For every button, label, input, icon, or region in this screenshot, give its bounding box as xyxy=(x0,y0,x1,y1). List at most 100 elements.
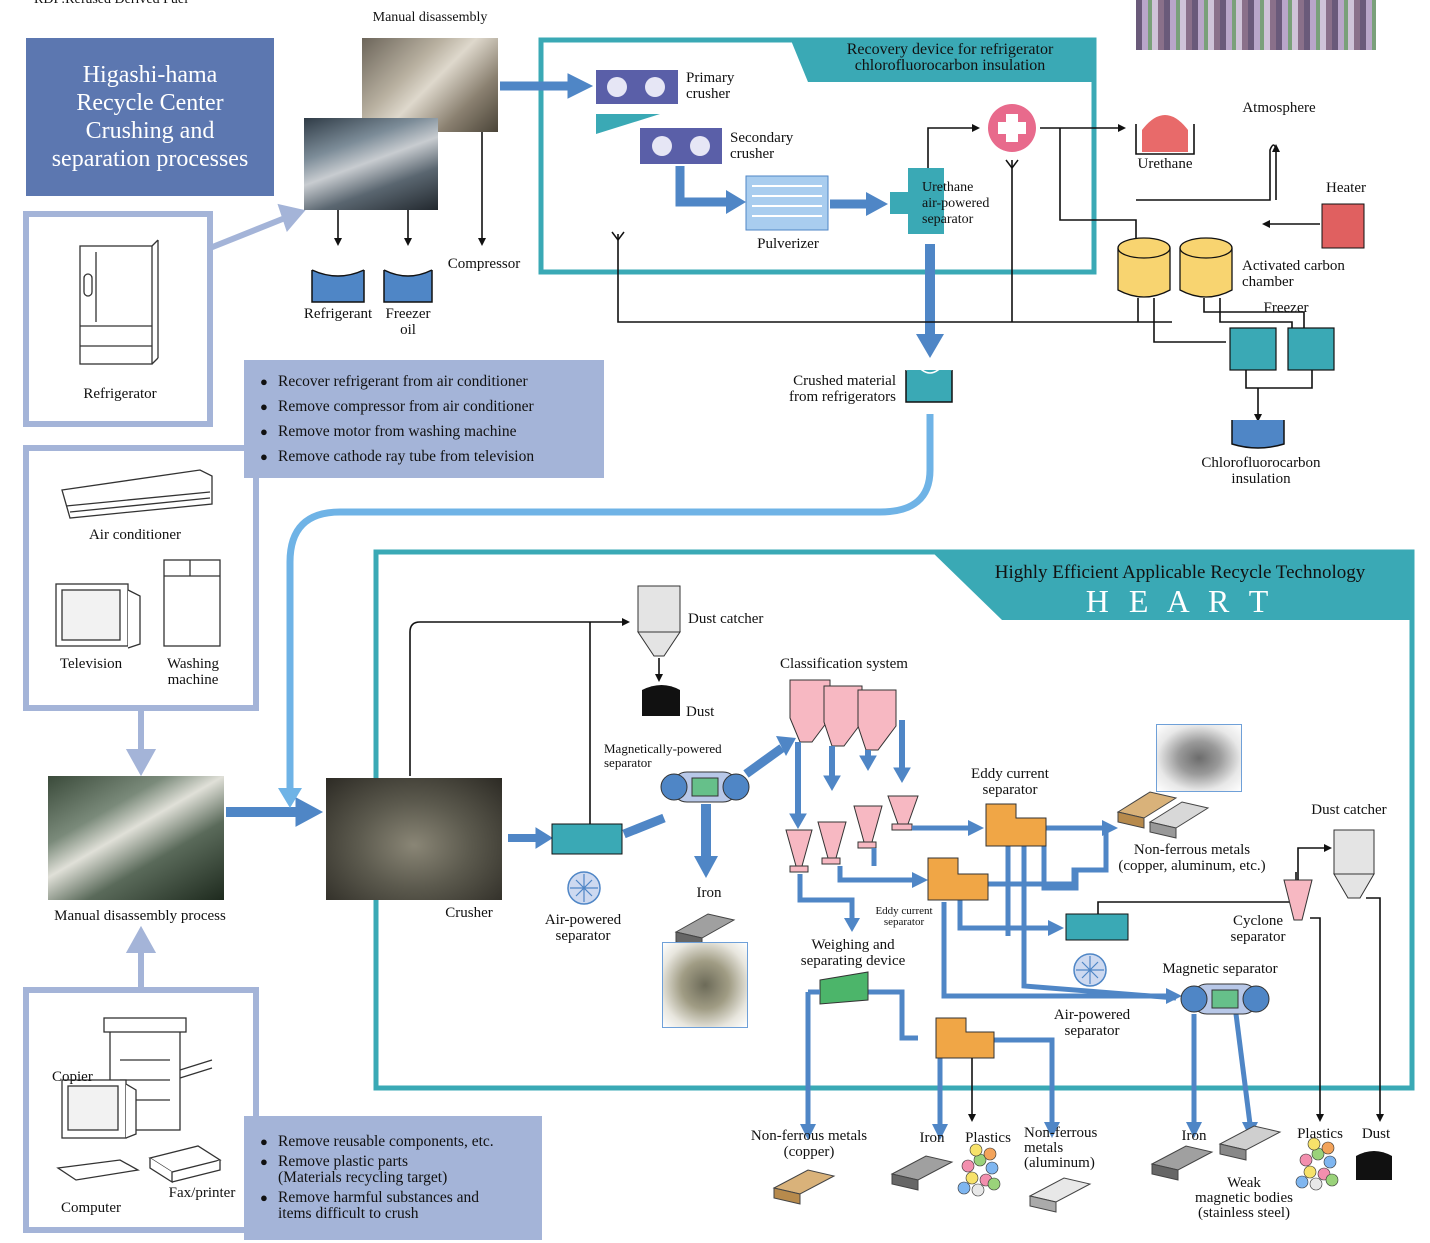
dust-catcher-1-label: Dust catcher xyxy=(688,611,764,627)
heart-flows xyxy=(797,825,1253,1126)
non-ferrous-aluminum-label: Non-ferrous metals (aluminum) xyxy=(1024,1125,1098,1171)
iron-scrap-photo xyxy=(662,942,748,1028)
freezer-label: Freezer xyxy=(1263,300,1309,316)
bullet-item: Remove compressor from air conditioner xyxy=(260,399,604,416)
eddy-current-separators xyxy=(927,803,1047,1059)
copper-bar-1 xyxy=(1116,791,1178,829)
shredder-texture-photo xyxy=(1136,0,1376,50)
television-icon xyxy=(55,583,141,649)
dust-catcher-2 xyxy=(1333,829,1375,899)
primary-crusher-label: Primary crusher xyxy=(686,70,735,102)
urethane-separator-label: Urethane air-powered separator xyxy=(922,180,990,227)
cyclone-separator xyxy=(1283,879,1313,921)
small-hoppers xyxy=(785,795,919,873)
panel-arrows xyxy=(125,203,306,988)
dust-1-label: Dust xyxy=(686,704,715,720)
disassembly-arrows xyxy=(334,132,486,246)
urethane-label: Urethane xyxy=(1137,156,1193,172)
iron-bar-2 xyxy=(890,1155,954,1191)
plastics-pellets-2 xyxy=(1295,1137,1339,1191)
refrigerator-label: Refrigerator xyxy=(83,386,157,402)
refrigerant-label: Refrigerant xyxy=(303,306,373,322)
office-panel xyxy=(23,987,259,1233)
crusher-photo xyxy=(326,778,502,900)
bullet-item: Remove harmful substances and items diff… xyxy=(260,1190,542,1222)
manual-disassembly-process-photo xyxy=(48,776,224,900)
recovery-pipes xyxy=(617,124,1320,422)
freezer-oil-label: Freezer oil xyxy=(385,306,431,338)
cfc-insulation-label: Chlorofluorocarbon insulation xyxy=(1201,455,1321,487)
metal-bars xyxy=(674,791,1282,1213)
atmosphere-label: Atmosphere xyxy=(1242,100,1316,116)
computer-icon xyxy=(56,1079,140,1181)
plastics-pellets-1 xyxy=(957,1143,1001,1197)
primary-crusher xyxy=(596,70,678,134)
secondary-crusher xyxy=(640,128,722,164)
copier-label: Copier xyxy=(52,1069,93,1085)
cyclone-separator-label: Cyclone separator xyxy=(1230,913,1286,945)
air-powered-separator-1 xyxy=(551,823,623,905)
magnetically-powered-separator-label: Magnetically-powered separator xyxy=(604,741,722,770)
non-ferrous-cu-al-label: Non-ferrous metals (copper, aluminum, et… xyxy=(1118,842,1266,874)
manual-disassembly-process-label: Manual disassembly process xyxy=(54,908,226,924)
heart-banner-title: H E A R T xyxy=(1085,583,1275,619)
crushed-material-bin xyxy=(905,366,953,403)
air-powered-separator-1-label: Air-powered separator xyxy=(544,912,622,944)
urethane-tank xyxy=(1142,115,1188,152)
weak-magnetic-label: Weak magnetic bodies (stainless steel) xyxy=(1195,1175,1293,1221)
recovery-banner: Recovery device for refrigerator chlorof… xyxy=(846,41,1054,74)
washing-machine-label: Washing machine xyxy=(166,656,220,688)
freezer-units xyxy=(1229,327,1335,371)
iron-2-label: Iron xyxy=(919,1130,945,1146)
bullet-item: Remove cathode ray tube from television xyxy=(260,449,604,466)
compressor-label: Compressor xyxy=(447,256,521,272)
manual-disassembly-photo-2 xyxy=(304,118,438,210)
main-flow-arrows xyxy=(226,73,594,849)
plastics-1-label: Plastics xyxy=(965,1130,1011,1146)
heater xyxy=(1321,203,1365,249)
appliance-panel xyxy=(23,445,259,711)
eddy-current-2-label: Eddy current separator xyxy=(875,905,933,928)
computer-label: Computer xyxy=(61,1200,121,1216)
refrigerator-panel xyxy=(23,211,213,427)
air-powered-separator-2 xyxy=(1065,913,1129,987)
bullet-item: Recover refrigerant from air conditioner xyxy=(260,374,604,391)
refrigerator-icon xyxy=(79,239,159,365)
bullets-bottom-box: Remove reusable components, etc. Remove … xyxy=(244,1116,542,1240)
dust-catcher-2-label: Dust catcher xyxy=(1311,802,1387,818)
recovery-device-frame xyxy=(538,37,1097,275)
dust-2-label: Dust xyxy=(1361,1126,1391,1142)
bullets-top-box: Recover refrigerant from air conditioner… xyxy=(244,360,604,478)
dust-catcher-1 xyxy=(637,585,681,657)
bullet-item: Remove motor from washing machine xyxy=(260,424,604,441)
heart-arrowheads xyxy=(800,820,1258,1140)
classification-flows xyxy=(789,720,911,830)
heater-label: Heater xyxy=(1326,180,1366,196)
urethane-separator xyxy=(890,168,944,234)
steel-bar xyxy=(1218,1125,1282,1161)
classification-system-label: Classification system xyxy=(780,656,908,672)
pump-icon xyxy=(988,104,1036,152)
cfc-bin xyxy=(1231,420,1285,449)
magnetic-separator-label: Magnetic separator xyxy=(1162,961,1278,977)
manual-disassembly-label: Manual disassembly xyxy=(372,10,488,25)
activated-carbon-label: Activated carbon chamber xyxy=(1242,258,1345,290)
non-ferrous-copper-label: Non-ferrous metals (copper) xyxy=(750,1128,868,1160)
aluminium-bar-2 xyxy=(1028,1177,1092,1213)
plastics-2-label: Plastics xyxy=(1297,1126,1343,1142)
crushed-material-label: Crushed material from refrigerators xyxy=(788,373,896,405)
iron-1-label: Iron xyxy=(696,885,722,901)
air-powered-separator-2-label: Air-powered separator xyxy=(1053,1007,1131,1039)
bullet-item: Remove plastic parts (Materials recyclin… xyxy=(260,1154,542,1186)
copper-bar-2 xyxy=(772,1169,836,1205)
television-label: Television xyxy=(59,656,123,672)
weighing-device-label: Weighing and separating device xyxy=(800,937,906,969)
aluminium-bar-1 xyxy=(1148,801,1210,839)
page-title: Higashi-hama Recycle Center Crushing and… xyxy=(26,38,274,196)
classification-hoppers xyxy=(789,679,897,751)
weighing-device xyxy=(819,971,869,1005)
eddy-current-1-label: Eddy current separator xyxy=(971,766,1049,798)
iron-bar-3 xyxy=(1150,1145,1214,1181)
heart-banner-subtitle: Highly Efficient Applicable Recycle Tech… xyxy=(994,562,1366,583)
